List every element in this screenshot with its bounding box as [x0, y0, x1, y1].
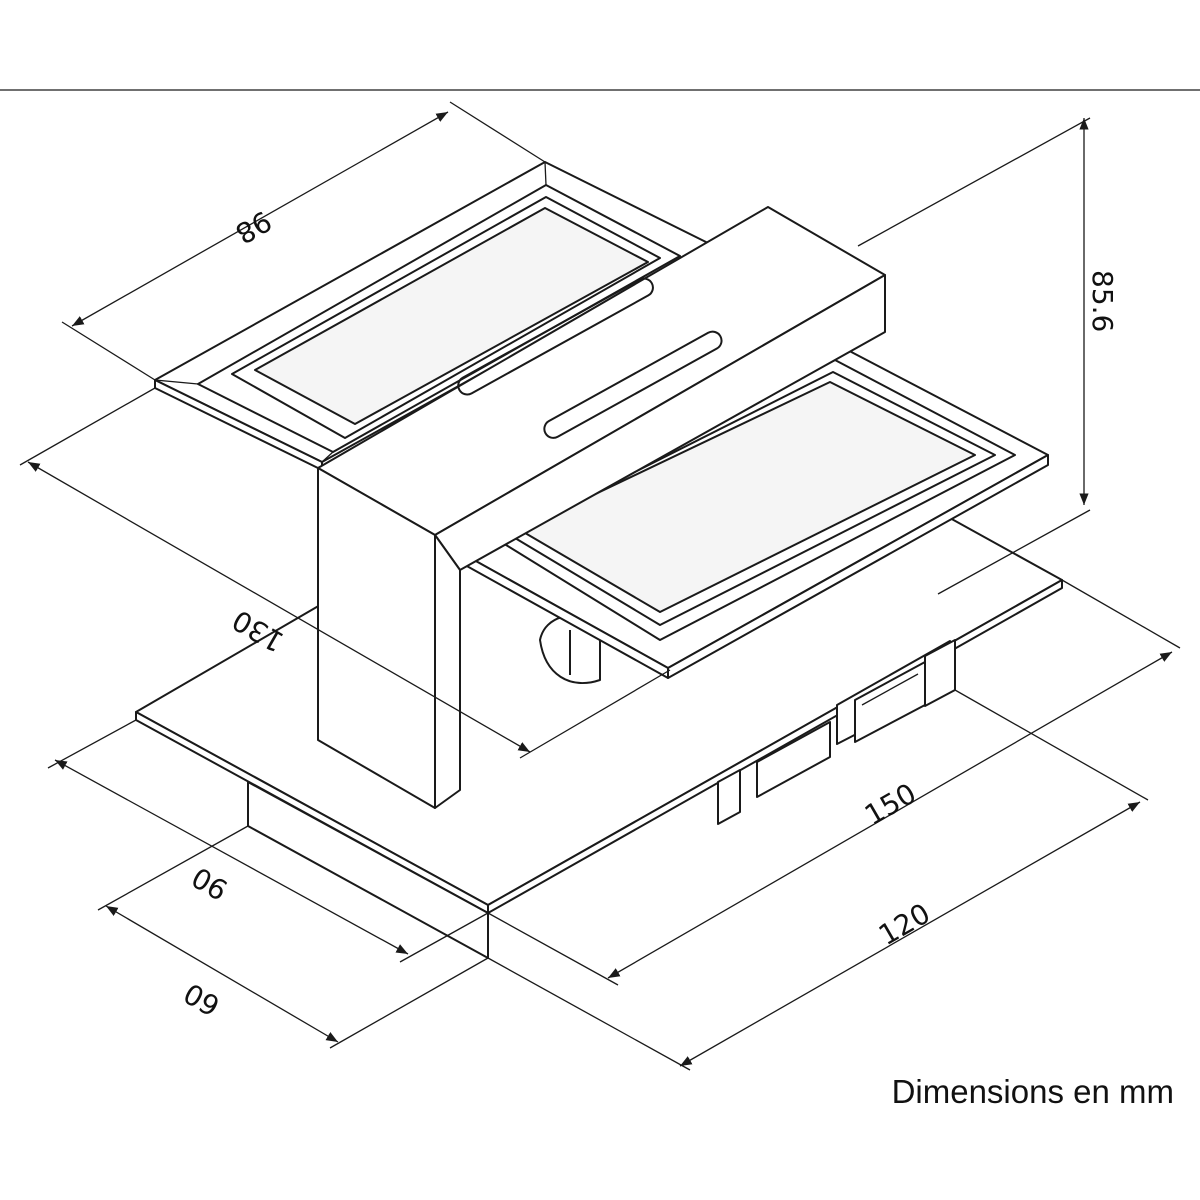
front-tray-textured-pad [519, 381, 976, 613]
slot-upper [457, 277, 654, 396]
slot-lower [543, 330, 723, 439]
dim-label-depth: 90 [186, 860, 233, 906]
dimension-height: 85.6 [857, 117, 1119, 595]
dim-label-height: 85.6 [1086, 270, 1119, 332]
dim-label-bottom-depth: 60 [178, 976, 225, 1022]
dim-label-top-width: 98 [230, 204, 277, 250]
dim-label-base-length: 150 [859, 777, 922, 832]
caption-text: Dimensions en mm [891, 1073, 1174, 1110]
back-tray-textured-pad [254, 207, 649, 425]
dim-label-base-width: 120 [873, 897, 936, 952]
